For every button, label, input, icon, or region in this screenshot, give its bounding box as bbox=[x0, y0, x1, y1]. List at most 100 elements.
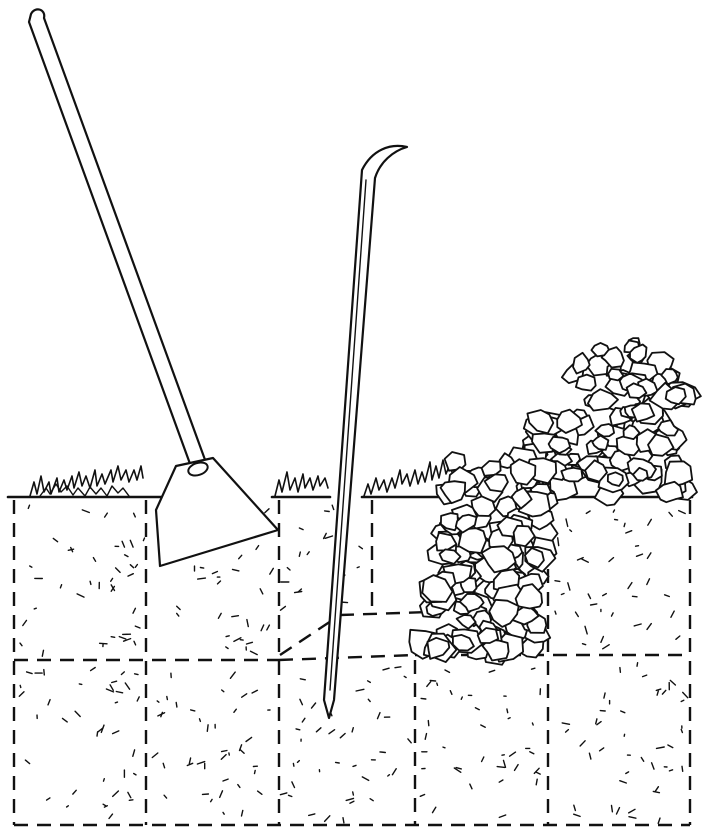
soil-speckle bbox=[580, 741, 585, 746]
soil-speckle bbox=[119, 637, 126, 639]
soil-speckle bbox=[109, 814, 113, 818]
soil-speckle bbox=[134, 774, 136, 775]
rock bbox=[573, 353, 590, 374]
soil-speckle bbox=[298, 761, 300, 763]
soil-speckle bbox=[613, 510, 614, 512]
soil-speckle bbox=[574, 814, 580, 816]
soil-speckle bbox=[129, 800, 133, 801]
soil-speckle bbox=[157, 701, 159, 702]
soil-speckle bbox=[20, 685, 21, 687]
soil-speckle bbox=[600, 748, 604, 751]
soil-speckle bbox=[261, 625, 264, 631]
soil-speckle bbox=[676, 636, 680, 639]
soil-speckle bbox=[256, 546, 259, 550]
soil-speckle bbox=[42, 650, 43, 656]
soil-speckle bbox=[239, 555, 242, 558]
soil-speckle bbox=[443, 747, 445, 748]
soil-speckle bbox=[128, 792, 131, 797]
soil-speckle bbox=[137, 697, 139, 701]
soil-speckle bbox=[629, 817, 636, 819]
soil-speckle bbox=[232, 616, 239, 617]
soil-speckle bbox=[586, 511, 590, 513]
soil-speckle bbox=[437, 683, 438, 685]
soil-speckle bbox=[357, 567, 359, 568]
soil-grid bbox=[14, 500, 690, 825]
soil-speckle bbox=[135, 626, 140, 628]
soil-speckle bbox=[189, 758, 190, 764]
soil-speckle bbox=[135, 565, 137, 568]
soil-speckle bbox=[634, 624, 641, 626]
soil-speckle bbox=[430, 681, 435, 682]
soil-speckle bbox=[658, 818, 660, 823]
soil-speckle bbox=[130, 565, 133, 568]
soil-speckle bbox=[226, 636, 229, 637]
soil-speckle bbox=[588, 594, 590, 599]
soil-speckle bbox=[624, 523, 625, 526]
soil-speckle bbox=[428, 721, 429, 726]
soil-speckle bbox=[507, 709, 508, 713]
soil-speckle bbox=[621, 711, 625, 713]
soil-speckle bbox=[312, 703, 316, 708]
soil-speckle bbox=[641, 758, 643, 762]
soil-speckle bbox=[67, 806, 69, 807]
soil-speckle bbox=[620, 668, 621, 673]
soil-speckle bbox=[489, 670, 495, 672]
soil-speckle bbox=[20, 643, 22, 646]
soil-speckle bbox=[647, 579, 650, 585]
soil-speckle bbox=[105, 513, 108, 517]
soil-speckle bbox=[404, 676, 406, 677]
soil-speckle bbox=[280, 793, 286, 795]
soil-speckle bbox=[247, 642, 253, 644]
soil-speckle bbox=[378, 713, 381, 719]
rock bbox=[561, 468, 582, 482]
soil-speckle bbox=[267, 625, 270, 630]
soil-speckle bbox=[82, 510, 89, 513]
soil-speckle bbox=[300, 699, 303, 704]
soil-speckle bbox=[113, 731, 119, 734]
rock bbox=[665, 461, 693, 485]
soil-speckle bbox=[200, 568, 203, 569]
soil-speckle bbox=[130, 540, 133, 547]
soil-speckle bbox=[234, 709, 236, 712]
soil-speckle bbox=[270, 568, 274, 574]
soil-speckle bbox=[657, 747, 665, 748]
soil-speckle bbox=[220, 791, 223, 798]
soil-speckle bbox=[212, 572, 217, 574]
soil-speckle bbox=[609, 558, 614, 562]
soil-speckle bbox=[325, 511, 330, 512]
soil-speckle bbox=[536, 779, 537, 785]
soil-speckle bbox=[359, 546, 362, 548]
soil-speckle bbox=[27, 672, 32, 674]
soil-speckle bbox=[395, 667, 401, 668]
soil-speckle bbox=[665, 595, 670, 597]
soil-speckle bbox=[475, 708, 479, 710]
soil-speckle bbox=[682, 766, 683, 771]
soil-speckle bbox=[583, 644, 586, 645]
soil-speckle bbox=[671, 611, 674, 617]
soil-speckle bbox=[601, 637, 604, 643]
soil-speckle bbox=[152, 753, 158, 758]
soil-speckle bbox=[197, 762, 204, 764]
soil-speckle bbox=[555, 611, 556, 614]
soil-speckle bbox=[585, 626, 587, 634]
soil-speckle bbox=[47, 798, 50, 800]
soil-speckle bbox=[30, 566, 32, 567]
soil-speckle bbox=[163, 763, 164, 768]
soil-speckle bbox=[133, 750, 135, 756]
soil-speckle bbox=[656, 689, 661, 690]
soil-speckle bbox=[198, 578, 206, 579]
soil-speckle bbox=[681, 729, 682, 732]
soil-speckle bbox=[408, 739, 411, 743]
soil-speckle bbox=[103, 804, 106, 806]
soil-speckle bbox=[530, 752, 534, 754]
soil-speckle bbox=[683, 692, 688, 697]
soil-speckle bbox=[164, 795, 167, 798]
soil-speckle bbox=[499, 815, 505, 817]
soil-speckle bbox=[670, 680, 675, 685]
soil-speckle bbox=[111, 578, 113, 581]
soil-speckle bbox=[133, 608, 135, 613]
soil-speckle bbox=[568, 583, 570, 590]
soil-speckle bbox=[633, 596, 638, 597]
soil-speckle bbox=[77, 594, 84, 597]
soil-speckle bbox=[53, 538, 57, 541]
